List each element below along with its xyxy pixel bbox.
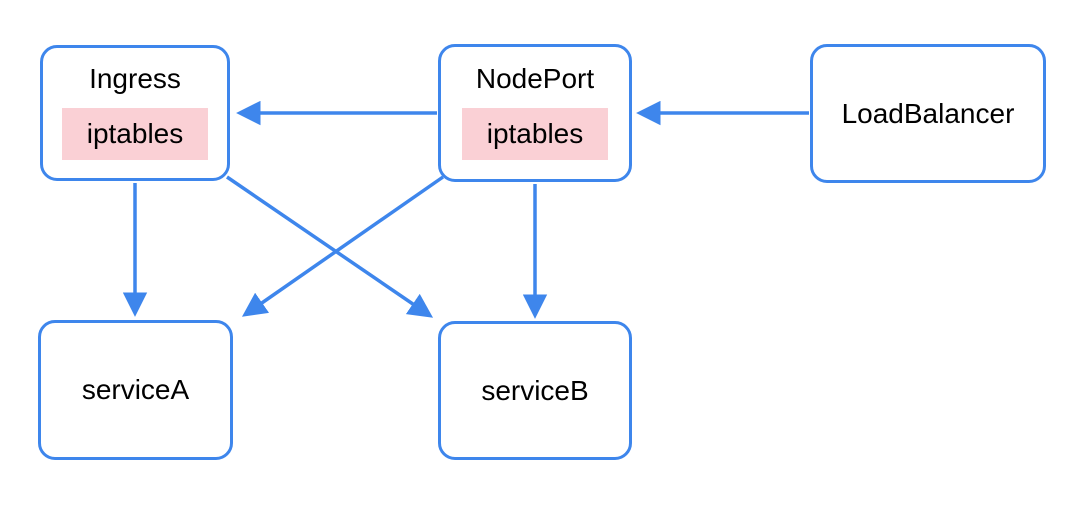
node-nodeport-label: NodePort <box>475 63 595 94</box>
node-ingress: Ingress iptables <box>40 45 230 181</box>
node-ingress-label: Ingress <box>89 63 181 94</box>
node-nodeport: NodePort iptables <box>438 44 632 182</box>
node-servicea: serviceA <box>38 320 233 460</box>
node-serviceb-label: serviceB <box>481 374 589 406</box>
edge-nodeport-to-servicea <box>241 175 444 317</box>
node-loadbalancer: LoadBalancer <box>810 44 1046 183</box>
node-nodeport-iptables-tag: iptables <box>461 108 609 160</box>
node-serviceb: serviceB <box>438 321 632 460</box>
edge-ingress-to-serviceb <box>226 175 434 318</box>
node-loadbalancer-label: LoadBalancer <box>841 97 1015 129</box>
node-servicea-label: serviceA <box>81 374 190 405</box>
node-ingress-iptables-tag: iptables <box>61 108 209 160</box>
